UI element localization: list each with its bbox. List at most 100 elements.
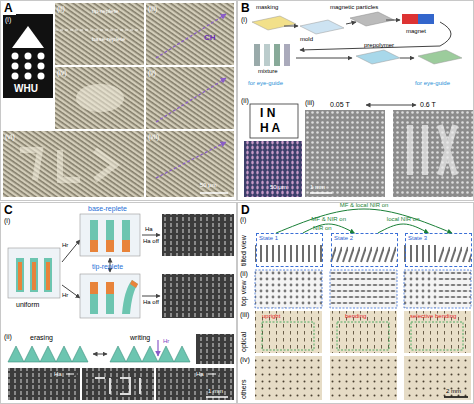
micrograph [146, 3, 234, 65]
process-arrow [346, 22, 356, 24]
field-arrow [62, 285, 80, 298]
figure-label: tip-replete [92, 8, 119, 14]
pattern-region [20, 150, 115, 180]
cured-film [418, 50, 462, 64]
micrograph [393, 110, 473, 197]
field-arrow [142, 235, 160, 236]
figure-label: (iii) [148, 5, 157, 12]
dot [12, 53, 19, 60]
figure-label: for eye-guide [415, 80, 450, 86]
figure-panel: DState 1State 2State 3 [237, 202, 474, 404]
figure-label: (ii) [4, 333, 12, 340]
magnet-pole [418, 14, 434, 24]
pillar-array [330, 232, 397, 266]
figure-label: others [240, 380, 247, 399]
dot [12, 63, 19, 70]
figure-panel: A [0, 0, 237, 201]
state-label: State 2 [332, 234, 355, 242]
figure-label: (iv) [240, 356, 250, 363]
pillar-array [404, 232, 438, 266]
optical-image [255, 356, 322, 400]
figure-label: 0.6 T [420, 101, 436, 108]
direction-arrow [156, 142, 226, 178]
image-frame [404, 270, 471, 308]
pillar-group [16, 258, 52, 292]
top-view-image [255, 270, 322, 308]
micrograph [196, 334, 234, 364]
figure-label: (i) [4, 217, 10, 224]
state-label: State 1 [257, 234, 280, 242]
process-arrow [300, 22, 451, 50]
top-view-image [404, 270, 438, 308]
process-arrow [284, 26, 298, 27]
mixture-slab [254, 44, 260, 66]
pillar [90, 220, 98, 252]
particle-core [130, 280, 138, 288]
triangle-mark [12, 26, 44, 48]
edge-label: MF & NIR on [311, 216, 346, 222]
dot-array [12, 53, 45, 80]
figure-label: (vi) [5, 133, 15, 140]
figure-label: Ha [145, 226, 153, 232]
pillar [44, 258, 52, 292]
dot [38, 63, 45, 70]
edge-label: local NIR on [387, 216, 420, 222]
field-arrow [208, 374, 220, 375]
pillar-group [90, 280, 138, 314]
process-arrow [93, 354, 107, 355]
figure-label: mold [300, 36, 313, 42]
optical-image [404, 311, 471, 353]
highlight-box [411, 322, 463, 350]
figure-panel: B [237, 0, 474, 201]
optical-image [330, 356, 397, 400]
micrograph [244, 141, 302, 197]
particle-core [32, 262, 36, 290]
pillar [122, 220, 130, 252]
figure-label: mixture [258, 68, 278, 74]
figure-label: tilted view [240, 235, 247, 266]
figure-label: Ha off [143, 299, 159, 305]
figure-label: Ha [196, 371, 204, 377]
figure-label: base-replete [88, 205, 127, 212]
figure-label: (vii) [148, 133, 159, 140]
figure-label: (v) [148, 69, 156, 76]
micrograph [162, 214, 234, 256]
pillar-cell [80, 274, 140, 318]
pillar [90, 282, 98, 314]
figure-label: (i) [5, 16, 11, 23]
figure-label: Hr [62, 242, 68, 248]
optical-image [404, 356, 471, 400]
transition-arrow [303, 224, 355, 233]
figure-label: 50 μm [270, 184, 287, 190]
figure-label: base-replete [92, 36, 125, 42]
state-box: State 2 [331, 233, 398, 267]
photo-mask [3, 14, 53, 98]
pillar-array [110, 346, 190, 362]
figure-label: NIR on [313, 225, 332, 231]
figure-label: (ii) [57, 5, 65, 12]
edge-label: MF & local NIR on [340, 202, 389, 208]
figure-label: Ha off [143, 238, 159, 244]
particle-core [106, 240, 114, 252]
figure-label: optical [240, 332, 247, 352]
scale-bar [200, 192, 228, 194]
process-arrow [296, 58, 352, 59]
panel-letter: A [1, 1, 16, 15]
magnet-pole [402, 14, 418, 24]
field-arrow [66, 374, 78, 375]
letter-mask [250, 104, 298, 138]
figure-label: 1 mm [208, 388, 223, 394]
micrograph [156, 368, 234, 400]
panel-letter: D [238, 203, 253, 217]
figure-label: uniform [16, 301, 39, 308]
pillar [16, 258, 24, 292]
top-view-image [438, 270, 471, 308]
process-arrow [386, 20, 400, 21]
particle-core [122, 240, 130, 252]
figure-label: (ii) [240, 270, 248, 277]
dot [25, 73, 32, 80]
pillar [30, 258, 38, 292]
